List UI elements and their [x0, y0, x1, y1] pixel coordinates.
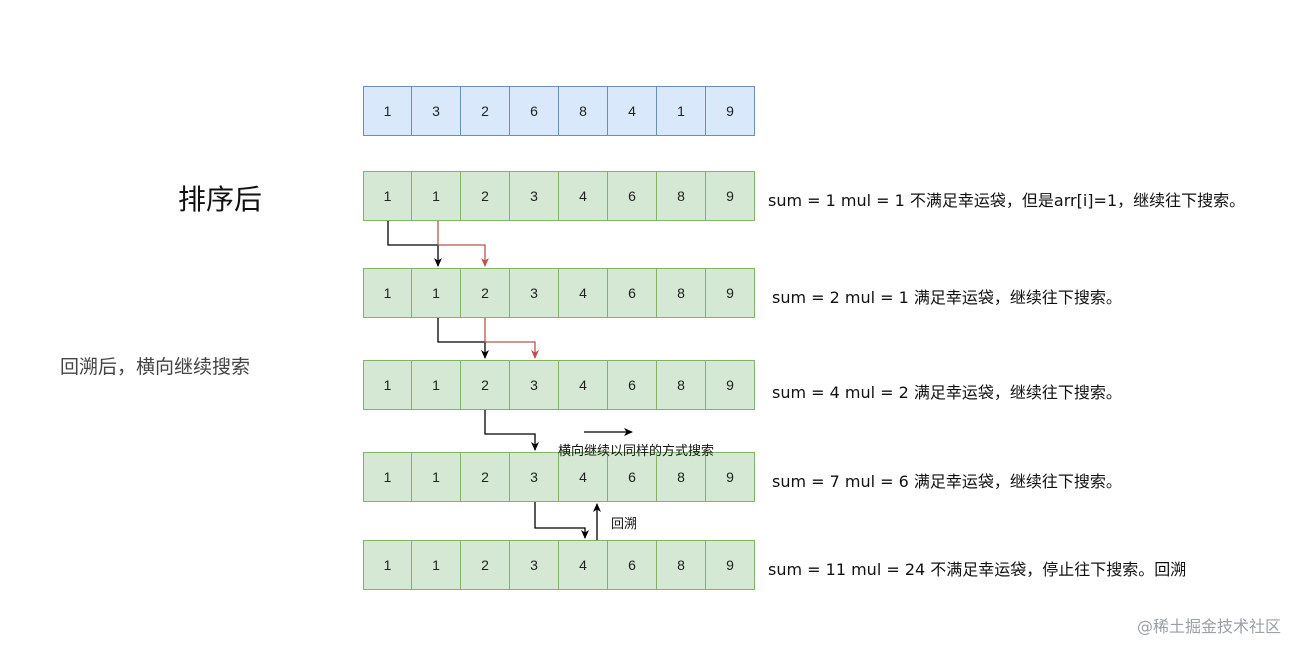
- array-cell: 9: [705, 268, 755, 318]
- array-cell: 2: [460, 171, 510, 221]
- backtrack-label: 回溯: [611, 517, 638, 532]
- arrow-black: [484, 410, 539, 451]
- array-cell: 6: [607, 171, 657, 221]
- array-cell: 1: [363, 452, 412, 502]
- array-cell: 6: [607, 268, 657, 318]
- sorted-row-5: 1 1 2 3 4 6 8 9: [363, 540, 755, 590]
- step-note-5: sum = 11 mul = 24 不满足幸运袋，停止往下搜索。回溯: [768, 560, 1187, 579]
- sorted-row-3: 1 1 2 3 4 6 8 9: [363, 360, 755, 410]
- array-cell: 8: [558, 86, 608, 136]
- array-cell: 1: [411, 171, 461, 221]
- array-cell: 3: [509, 268, 559, 318]
- arrow-red: [484, 318, 539, 359]
- array-cell: 1: [363, 268, 412, 318]
- array-cell: 4: [558, 540, 608, 590]
- original-array: 1 3 2 6 8 4 1 9: [363, 86, 755, 136]
- step-note-4: sum = 7 mul = 6 满足幸运袋，继续往下搜索。: [772, 472, 1122, 491]
- arrow-red: [437, 221, 489, 267]
- array-cell: 4: [558, 452, 608, 502]
- backtrack-side-note: 回溯后，横向继续搜索: [60, 356, 251, 378]
- array-cell: 9: [705, 171, 755, 221]
- array-cell: 3: [411, 86, 461, 136]
- array-cell: 8: [656, 171, 706, 221]
- sorted-row-2: 1 1 2 3 4 6 8 9: [363, 268, 755, 318]
- array-cell: 9: [705, 86, 755, 136]
- array-cell: 1: [411, 360, 461, 410]
- array-cell: 9: [705, 360, 755, 410]
- array-cell: 1: [656, 86, 706, 136]
- array-cell: 1: [411, 268, 461, 318]
- array-cell: 6: [607, 360, 657, 410]
- sorted-row-1: 1 1 2 3 4 6 8 9: [363, 171, 755, 221]
- array-cell: 2: [460, 360, 510, 410]
- array-cell: 8: [656, 360, 706, 410]
- horizontal-search-label: 横向继续以同样的方式搜索: [558, 444, 715, 459]
- arrow-black: [437, 318, 489, 359]
- array-cell: 1: [363, 86, 412, 136]
- array-cell: 1: [363, 540, 412, 590]
- sorted-title: 排序后: [178, 183, 263, 216]
- step-note-2: sum = 2 mul = 1 满足幸运袋，继续往下搜索。: [772, 288, 1122, 307]
- array-cell: 6: [607, 540, 657, 590]
- step-note-1: sum = 1 mul = 1 不满足幸运袋，但是arr[i]=1，继续往下搜索…: [768, 191, 1246, 210]
- array-cell: 1: [411, 540, 461, 590]
- array-cell: 2: [460, 452, 510, 502]
- array-cell: 9: [705, 540, 755, 590]
- array-cell: 2: [460, 540, 510, 590]
- arrow-black: [534, 502, 589, 539]
- sorted-row-4: 1 1 2 3 4 6 8 9: [363, 452, 755, 502]
- array-cell: 1: [363, 171, 412, 221]
- step-note-3: sum = 4 mul = 2 满足幸运袋，继续往下搜索。: [772, 383, 1122, 402]
- watermark: @稀土掘金技术社区: [1136, 617, 1281, 636]
- array-cell: 4: [607, 86, 657, 136]
- array-cell: 8: [656, 540, 706, 590]
- arrow-black: [387, 221, 442, 267]
- array-cell: 1: [411, 452, 461, 502]
- array-cell: 2: [460, 268, 510, 318]
- array-cell: 3: [509, 171, 559, 221]
- array-cell: 9: [705, 452, 755, 502]
